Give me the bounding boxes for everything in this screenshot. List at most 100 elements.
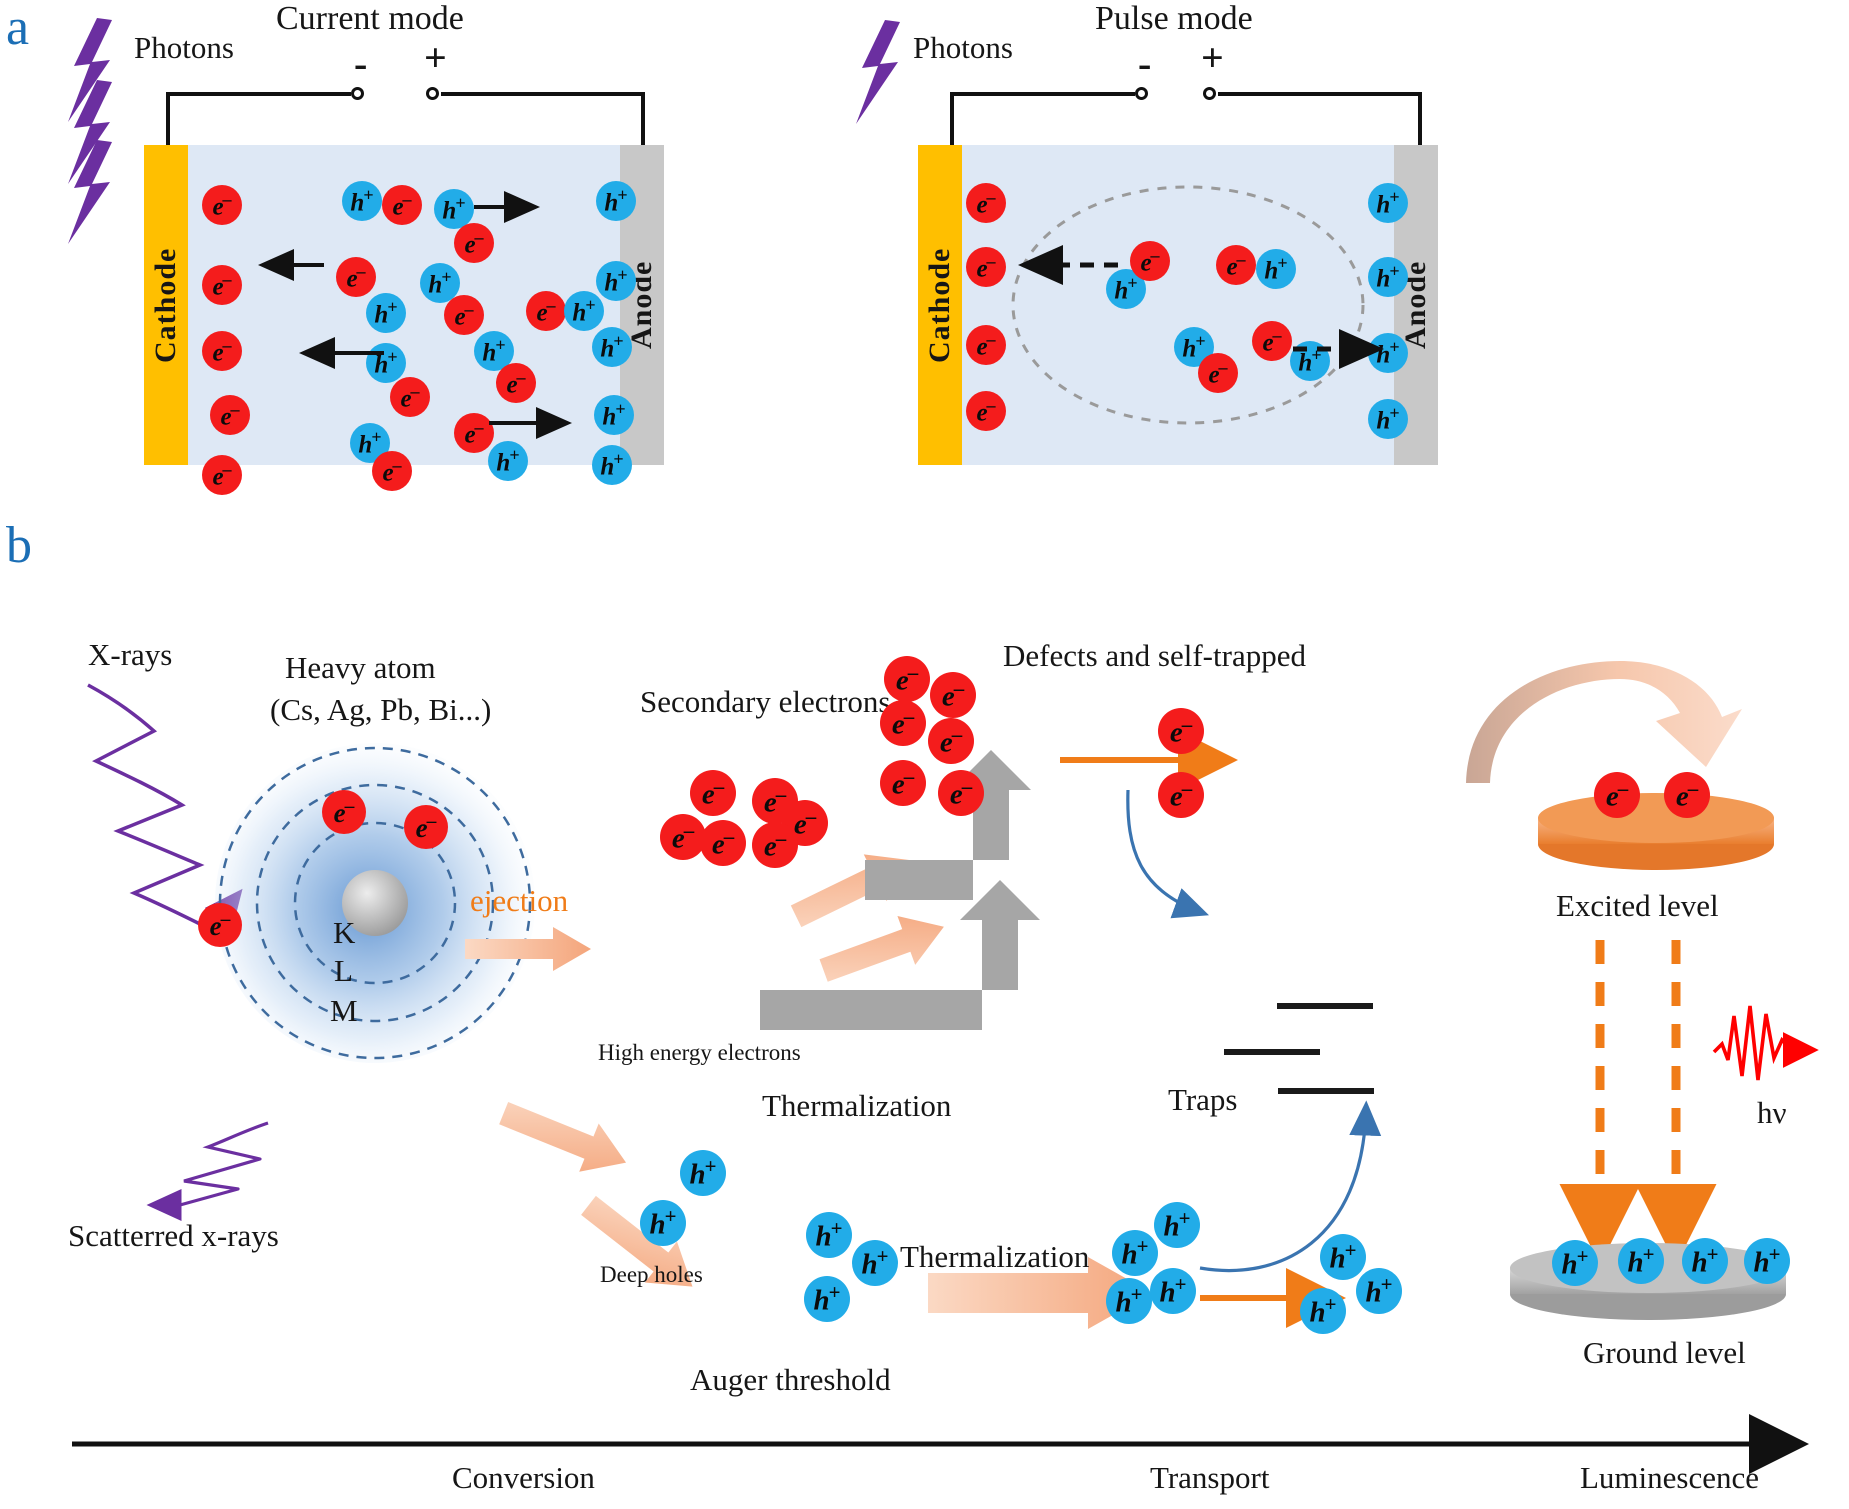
cathode-right: Cathode xyxy=(918,145,962,465)
electron-particle: e– xyxy=(526,291,566,331)
hole-particle: h+ xyxy=(366,343,406,383)
wire-left-anode-vertical xyxy=(641,92,645,148)
electron-particle: e– xyxy=(198,903,242,947)
defects-self-trapped-label: Defects and self-trapped xyxy=(1003,638,1306,673)
ground-level-label: Ground level xyxy=(1583,1335,1746,1370)
plus-sign-right: + xyxy=(1201,35,1224,80)
hole-particle: h+ xyxy=(342,181,382,221)
hole-particle: h+ xyxy=(592,445,632,485)
electron-particle: e– xyxy=(966,247,1006,287)
hole-particle: h+ xyxy=(592,327,632,367)
hole-particle: h+ xyxy=(420,263,460,303)
hole-particle: h+ xyxy=(1320,1234,1366,1280)
hole-particle: h+ xyxy=(488,441,528,481)
electron-particle: e– xyxy=(322,790,366,834)
electron-particle: e– xyxy=(1158,708,1204,754)
thermalization-gray-arrows xyxy=(760,750,1040,1030)
hole-particle: h+ xyxy=(596,181,636,221)
thermalization-label-top: Thermalization xyxy=(762,1088,952,1123)
electron-particle: e– xyxy=(496,363,536,403)
electron-particle: e– xyxy=(1594,772,1640,818)
hole-particle: h+ xyxy=(1150,1268,1196,1314)
hv-label: hν xyxy=(1757,1095,1787,1130)
electron-trapping-arrow xyxy=(1126,789,1210,919)
wire-right-anode-horizontal xyxy=(1218,92,1422,96)
hole-particle: h+ xyxy=(1154,1202,1200,1248)
auger-threshold-label: Auger threshold xyxy=(690,1362,891,1397)
hv-emission-wave-icon xyxy=(1712,1005,1819,1081)
electron-particle: e– xyxy=(390,377,430,417)
electron-particle: e– xyxy=(1158,772,1204,818)
minus-sign-left: - xyxy=(354,41,368,86)
heavy-atom-label-line1: Heavy atom xyxy=(285,650,436,685)
thermalization-peach-arrow-bottom xyxy=(928,1257,1152,1329)
drift-arrows-left xyxy=(258,191,572,439)
electron-particle: e– xyxy=(202,265,242,305)
secondary-electrons-label: Secondary electrons xyxy=(640,684,891,719)
electron-particle: e– xyxy=(966,391,1006,431)
wire-left-cathode-horizontal xyxy=(166,92,351,96)
stage-axis-arrow xyxy=(72,1414,1809,1474)
hole-particle: h+ xyxy=(1112,1230,1158,1276)
hole-particle: h+ xyxy=(804,1276,850,1322)
electron-particle: e– xyxy=(1252,321,1292,361)
drift-arrows-right xyxy=(1018,245,1384,369)
traps-label: Traps xyxy=(1168,1082,1238,1117)
hole-particle: h+ xyxy=(1368,257,1408,297)
wire-left-anode-horizontal xyxy=(441,92,645,96)
plus-sign-left: + xyxy=(424,35,447,80)
terminal-positive-left[interactable] xyxy=(426,87,439,100)
electron-particle: e– xyxy=(202,331,242,371)
terminal-negative-left[interactable] xyxy=(351,87,364,100)
hole-particle: h+ xyxy=(806,1212,852,1258)
hole-trapping-arrow xyxy=(1199,1100,1382,1273)
current-mode-title: Current mode xyxy=(276,0,464,37)
scattered-xrays-label: Scatterred x-rays xyxy=(68,1218,279,1253)
hole-particle: h+ xyxy=(1744,1238,1790,1284)
hole-particle: h+ xyxy=(564,291,604,331)
stage-label-transport: Transport xyxy=(1150,1460,1270,1495)
ejection-arrow-icon xyxy=(465,927,591,971)
electron-particle: e– xyxy=(372,451,412,491)
electron-particle: e– xyxy=(1130,241,1170,281)
electron-particle: e– xyxy=(928,718,974,764)
hole-particle: h+ xyxy=(1618,1238,1664,1284)
hole-particle: h+ xyxy=(640,1200,686,1246)
particles-right-device: e–e–e–e–h+e–e–h+h+e–e–h+h+h+h+h+ xyxy=(918,145,1438,465)
terminal-positive-right[interactable] xyxy=(1203,87,1216,100)
panel-a-letter: a xyxy=(6,0,30,56)
hole-particle: h+ xyxy=(1368,183,1408,223)
deep-holes-peach-arrows xyxy=(499,1102,693,1287)
hole-particle: h+ xyxy=(1356,1268,1402,1314)
terminal-negative-right[interactable] xyxy=(1135,87,1148,100)
hole-particle: h+ xyxy=(1682,1238,1728,1284)
panel-b-letter: b xyxy=(6,517,32,574)
electron-particle: e– xyxy=(1198,353,1238,393)
xrays-label: X-rays xyxy=(88,637,173,672)
trap-level-3 xyxy=(1278,1088,1374,1094)
electron-particle: e– xyxy=(454,413,494,453)
hole-particle: h+ xyxy=(1106,1278,1152,1324)
photons-label-left: Photons xyxy=(134,30,234,65)
hole-particle: h+ xyxy=(852,1240,898,1286)
ejection-label: ejection xyxy=(470,883,569,918)
photon-bolts-left xyxy=(68,18,112,244)
curved-transfer-arrow-icon xyxy=(1466,661,1742,783)
electron-particle: e– xyxy=(690,770,736,816)
wire-left-cathode-vertical xyxy=(166,92,170,148)
hole-particle: h+ xyxy=(434,189,474,229)
hole-particle: h+ xyxy=(1300,1288,1346,1334)
hole-particle: h+ xyxy=(1368,399,1408,439)
electron-particle: e– xyxy=(336,257,376,297)
electron-particle: e– xyxy=(202,185,242,225)
electron-particle: e– xyxy=(938,770,984,816)
wire-right-cathode-vertical xyxy=(950,92,954,148)
heavy-atom-label-line2: (Cs, Ag, Pb, Bi...) xyxy=(270,692,492,727)
thermalization-label-bottom: Thermalization xyxy=(900,1239,1090,1274)
shell-label-m: M xyxy=(330,993,358,1028)
electron-particle: e– xyxy=(210,395,250,435)
orange-arrow-electrons xyxy=(1060,730,1238,790)
cathode-left: Cathode xyxy=(144,145,188,465)
electron-particle: e– xyxy=(880,700,926,746)
